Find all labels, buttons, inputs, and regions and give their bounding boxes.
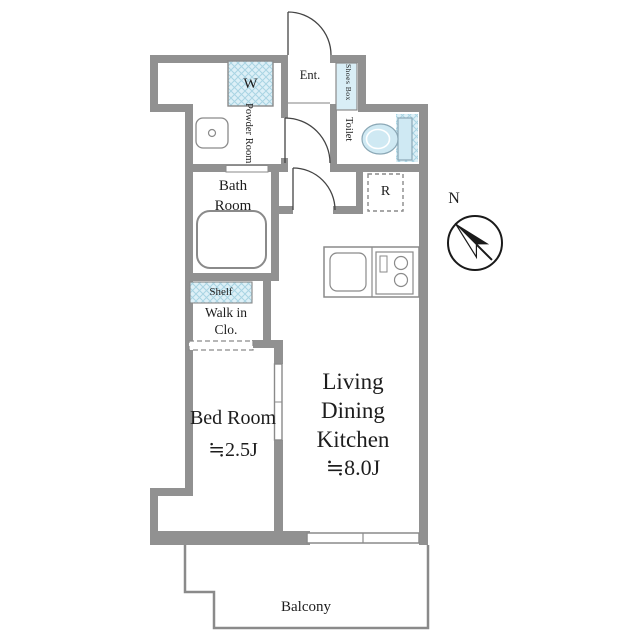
shelf-box [189, 281, 253, 304]
stove-icon [375, 251, 414, 295]
entrance-label: Ent. [299, 67, 321, 82]
compass-icon [447, 215, 503, 271]
shelf-label: Shelf [209, 285, 233, 298]
toilet-label: Toilet [343, 117, 354, 142]
balcony-outline [183, 545, 430, 630]
ldk-label: Living Dining Kitchen [316, 368, 390, 452]
hall-door-arc [292, 167, 336, 211]
bedroom-size: ≒2.5J [208, 439, 258, 461]
entrance-door-arc [287, 11, 332, 56]
walls [150, 55, 428, 545]
shoes-box [335, 62, 358, 111]
kitchen-counter [323, 246, 420, 298]
refrigerator-label: R [380, 184, 391, 200]
walk-in-closet-label: Walk in Clo. [204, 305, 248, 337]
balcony-label: Balcony [281, 599, 331, 615]
balcony-window [306, 532, 420, 544]
bath-room-label: Bath Room [214, 177, 252, 214]
washer-label: W [243, 75, 258, 92]
shoes-box-label: Shoes Box [344, 64, 353, 101]
kitchen-sink-icon [329, 252, 367, 292]
powder-sink-icon [195, 117, 229, 149]
powder-room-label: Powder Room [243, 103, 254, 164]
bedroom-sliding-door [273, 363, 283, 441]
bathtub-icon [196, 210, 267, 269]
bath-door [225, 165, 269, 173]
ldk-size: ≒8.0J [325, 454, 381, 480]
washing-machine-box [227, 60, 274, 107]
toilet-icon [361, 114, 418, 162]
bedroom-label: Bed Room [189, 407, 277, 429]
powder-room-door-arc [284, 117, 331, 164]
compass-north-label: N [448, 190, 460, 208]
refrigerator-box [367, 173, 404, 212]
